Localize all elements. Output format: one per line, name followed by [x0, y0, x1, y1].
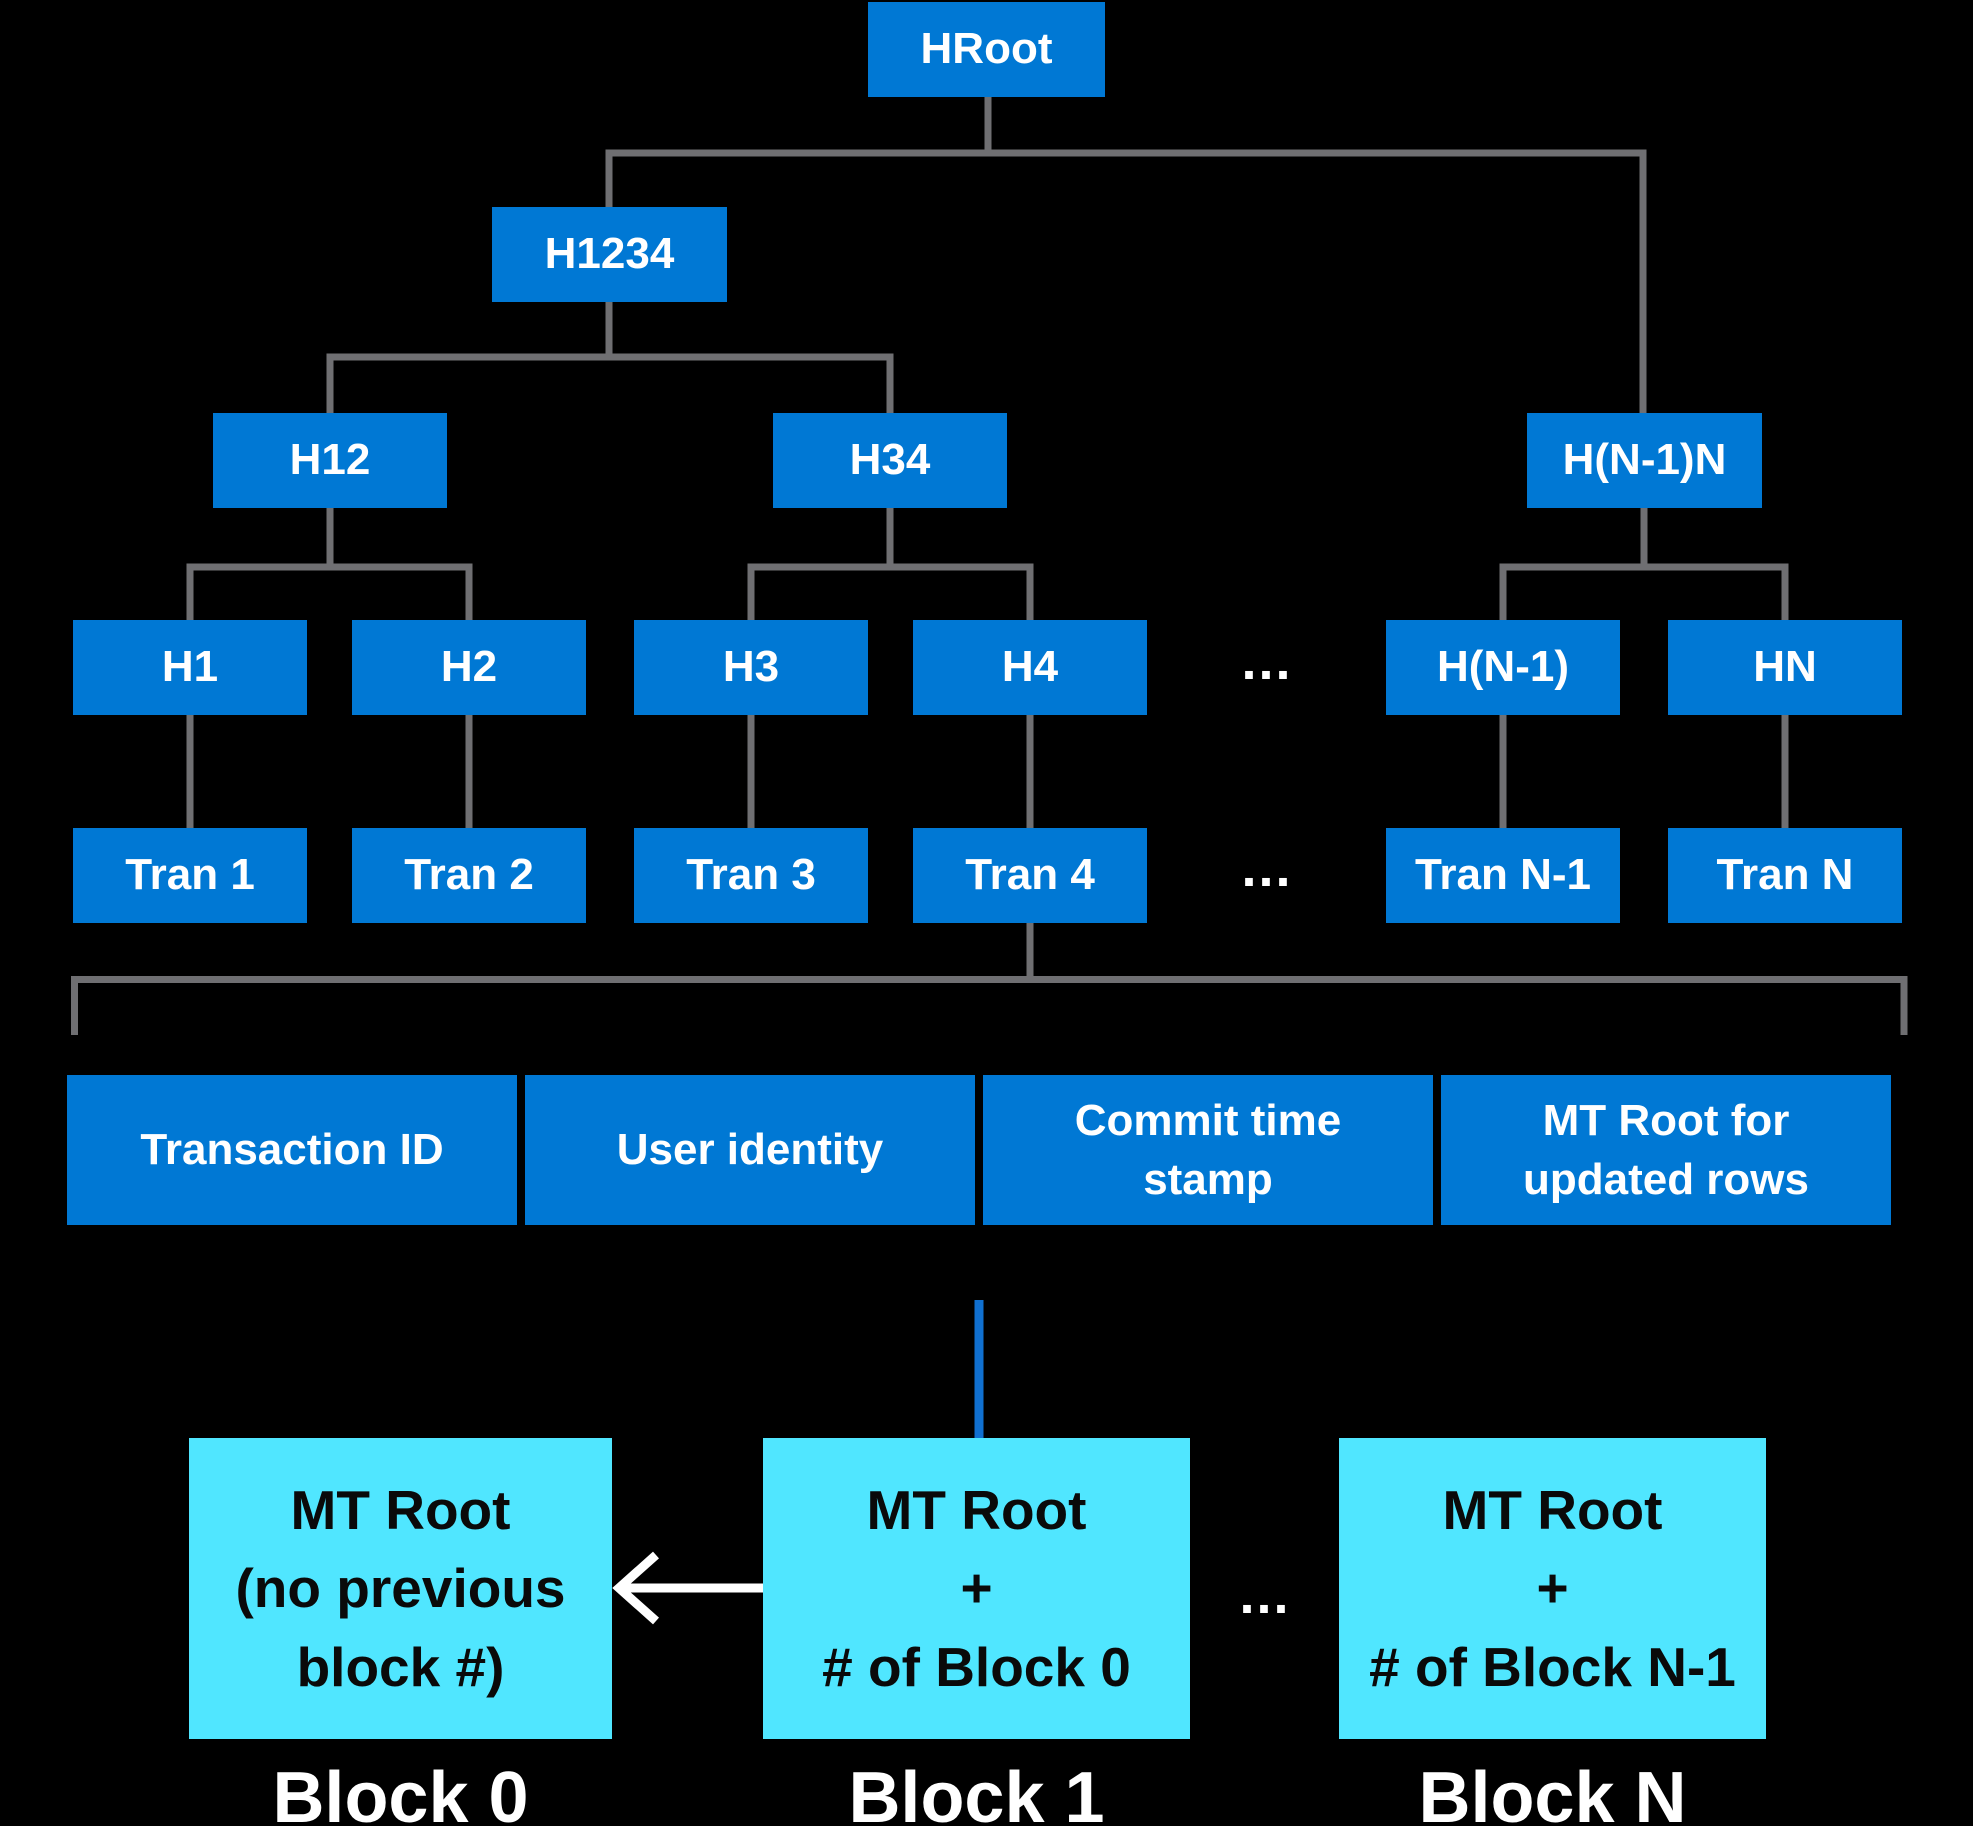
branch-h12	[186, 508, 473, 620]
tree-node-h12: H12	[213, 413, 447, 508]
record-cell-commit-time-stamp: Commit time stamp	[983, 1075, 1433, 1225]
tree-node-h3: H3	[634, 620, 868, 715]
tree-node-h1234: H1234	[492, 207, 727, 302]
tran-node-n-1: Tran N-1	[1386, 828, 1620, 923]
tree-node-h4: H4	[913, 620, 1147, 715]
tran4-expand-bracket	[71, 923, 1908, 1035]
tree-node-h2: H2	[352, 620, 586, 715]
block-n-label: Block N	[1418, 1758, 1687, 1826]
block-1-box: MT Root + # of Block 0	[763, 1438, 1190, 1739]
record-cell-transaction-id: Transaction ID	[67, 1075, 517, 1225]
tree-node-hn1n: H(N-1)N	[1527, 413, 1762, 508]
tree-node-hn-1: H(N-1)	[1386, 620, 1620, 715]
tran-node-4: Tran 4	[913, 828, 1147, 923]
record-cell-user-identity: User identity	[525, 1075, 975, 1225]
block1-to-block0-arrow	[612, 1551, 763, 1625]
branch-h34	[747, 508, 1034, 620]
block-1-label: Block 1	[848, 1758, 1105, 1826]
block-row-ellipsis: ...	[1239, 1565, 1291, 1625]
branch-root	[605, 97, 1647, 413]
block-0-box: MT Root (no previous block #)	[189, 1438, 612, 1739]
tree-node-hn: HN	[1668, 620, 1902, 715]
tran-node-1: Tran 1	[73, 828, 307, 923]
tran-node-2: Tran 2	[352, 828, 586, 923]
block-0-label: Block 0	[272, 1758, 529, 1826]
tree-node-h1: H1	[73, 620, 307, 715]
block-n-box: MT Root + # of Block N-1	[1339, 1438, 1766, 1739]
tran-node-3: Tran 3	[634, 828, 868, 923]
tree-node-h34: H34	[773, 413, 1007, 508]
hash-row-ellipsis: ...	[1241, 631, 1293, 691]
tran-row-ellipsis: ...	[1241, 838, 1293, 898]
hash-to-tran-links	[186, 715, 1789, 828]
branch-hn1n	[1499, 508, 1789, 620]
branch-h1234	[326, 302, 894, 413]
tran-node-n: Tran N	[1668, 828, 1902, 923]
record-cell-mt-root: MT Root for updated rows	[1441, 1075, 1891, 1225]
tree-node-hroot: HRoot	[868, 2, 1105, 97]
